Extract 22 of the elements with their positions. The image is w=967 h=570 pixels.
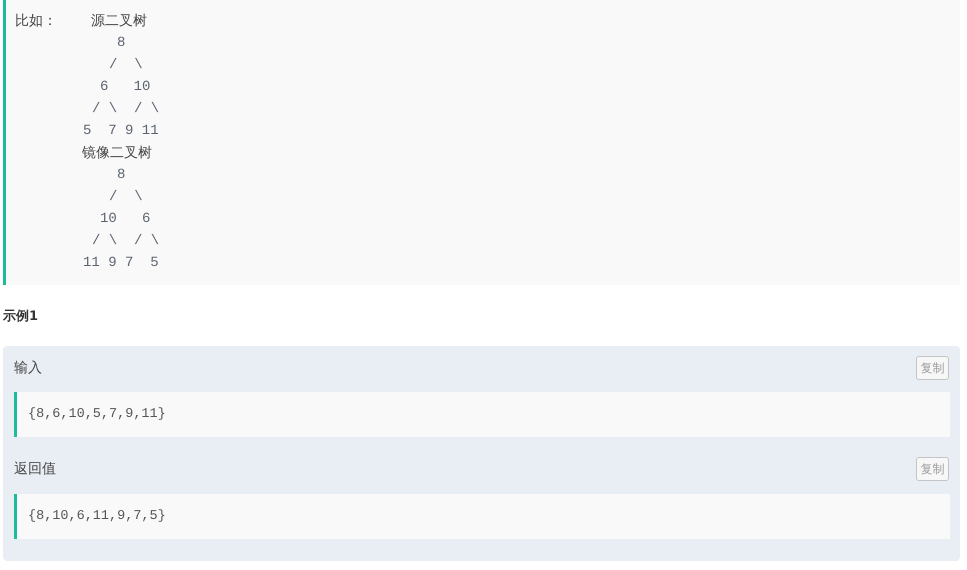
ascii-tree-row-text: 6 10 xyxy=(100,78,150,97)
code-snippet: {8,6,10,5,7,9,11} xyxy=(14,392,950,437)
ascii-tree-row-text: / \ xyxy=(109,56,143,75)
copy-button: 复制 xyxy=(916,356,949,380)
ascii-tree-row-text: / \ xyxy=(109,188,143,207)
ascii-tree-row-text: 8 xyxy=(117,166,126,185)
code-block xyxy=(3,0,960,285)
example-panel xyxy=(3,346,960,561)
code-snippet: {8,10,6,11,9,7,5} xyxy=(14,494,950,539)
ascii-tree-row-text: / \ / \ xyxy=(92,100,160,119)
tree-heading: 镜像二叉树 xyxy=(82,144,152,163)
ascii-tree-row-text: 10 6 xyxy=(100,210,150,229)
ascii-tree-row-text: 11 9 7 5 xyxy=(83,254,159,273)
tree-heading: 源二叉树 xyxy=(91,12,147,31)
intro-text: 比如： xyxy=(15,12,57,31)
ascii-tree-row-text: 8 xyxy=(117,34,126,53)
field-label: 输入 xyxy=(14,359,42,378)
ascii-tree-row-text: / \ / \ xyxy=(92,232,160,251)
section-heading: 示例1 xyxy=(3,308,38,326)
field-label: 返回值 xyxy=(14,460,56,479)
copy-button: 复制 xyxy=(916,457,949,481)
ascii-tree-row-text: 5 7 9 11 xyxy=(83,122,159,141)
